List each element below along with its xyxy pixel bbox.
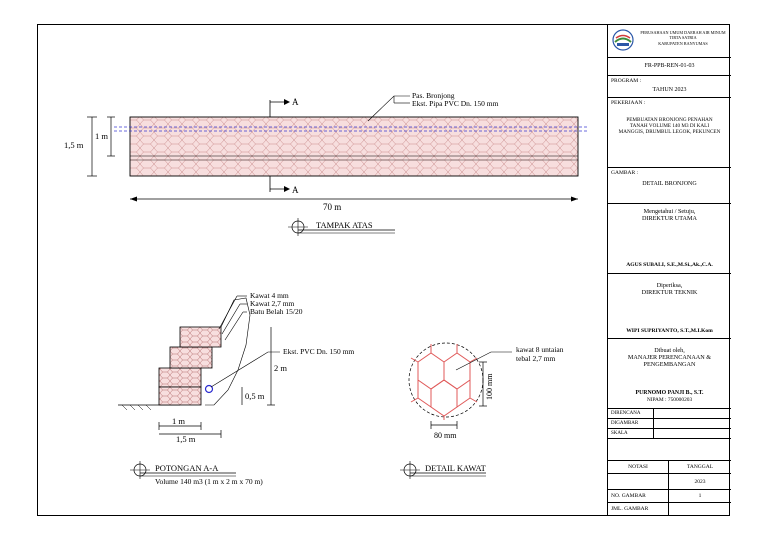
check-label: Diperiksa,	[656, 282, 683, 289]
dim-total-height: 1,5 m	[64, 140, 84, 150]
dim-section-height: 2 m	[274, 363, 287, 373]
section-title: POTONGAN A-A	[155, 463, 219, 473]
blank-row	[608, 439, 731, 461]
sheet-count-value	[669, 503, 731, 519]
approve-name: AGUS SUBALI, S.E.,M.Si.,Ak.,C.A.	[626, 262, 713, 268]
wire-detail-title: DETAIL KAWAT	[425, 463, 487, 473]
callout-pvc: Ekst. PVC Dn. 150 mm	[283, 347, 354, 356]
title-block: PERUSAHAAN UMUM DAERAH AIR MINUM TIRTA S…	[607, 24, 731, 516]
work-row: PEKERJAAN : PEMBUATAN BRONJONG PENAHAN T…	[608, 98, 731, 168]
dim-section-width-2: 1,5 m	[176, 434, 196, 444]
dim-section-step: 0,5 m	[245, 391, 265, 401]
planned-label: DIRENCANA	[611, 411, 641, 416]
approve-label: Mengetahui / Setuju,	[643, 208, 696, 215]
callout-wire-thickness: tebal 2,7 mm	[516, 354, 556, 363]
scale-row: SKALA	[608, 429, 731, 439]
notation-label: NOTASI	[608, 461, 669, 473]
drawn-row: DIGAMBAR	[608, 419, 731, 429]
doc-code: FR-PPB-REN-01-03	[644, 63, 695, 69]
gabion-box-3	[169, 346, 213, 369]
callout-stone: Batu Belah 15/20	[250, 307, 303, 316]
work-value: PEMBUATAN BRONJONG PENAHAN TANAH VOLUME …	[618, 117, 721, 136]
made-name: PURNOMO PANJI B., S.T.	[635, 390, 704, 396]
gabion-box-1	[158, 367, 202, 388]
made-role: MANAJER PERENCANAAN & PENGEMBANGAN	[627, 354, 712, 369]
sheet-no-value: 1	[698, 493, 702, 499]
callout-gabion: Pas. Bronjong	[412, 91, 455, 100]
sheet-no-label: NO. GAMBAR	[608, 490, 669, 502]
section-view: Kawat 4 mm Kawat 2,7 mm Batu Belah 15/20…	[118, 291, 354, 486]
made-nipam: NIPAM : 750000203	[646, 397, 693, 403]
section-subtitle: Volume 140 m3 (1 m x 2 m x 70 m)	[155, 477, 263, 486]
approve-role: DIREKTUR UTAMA	[641, 215, 698, 223]
planned-row: DIRENCANA	[608, 409, 731, 419]
doc-code-row: FR-PPB-REN-01-03	[608, 58, 731, 76]
top-view: A A Pas. Bronjong Ekst. Pipa PVC Dn. 150…	[64, 91, 588, 236]
wire-detail-circle	[408, 342, 484, 418]
dim-wire-height: 100 mm	[485, 373, 494, 400]
drawing-value: DETAIL BRONJONG	[642, 181, 697, 188]
year-row: 2023	[608, 474, 731, 490]
drawing-row: GAMBAR : DETAIL BRONJONG	[608, 168, 731, 204]
notation-row: NOTASI TANGGAL	[608, 461, 731, 474]
drawn-label: DIGAMBAR	[611, 421, 639, 426]
drawing-label: GAMBAR :	[611, 170, 639, 176]
drawing-sheet	[37, 24, 730, 516]
check-row: Diperiksa, DIREKTUR TEKNIK WIPI SUPRIYAN…	[608, 274, 731, 339]
check-role: DIREKTUR TEKNIK	[641, 289, 698, 297]
dim-inner-height: 1 m	[95, 131, 108, 141]
dim-length: 70 m	[323, 202, 341, 212]
year-value: 2023	[694, 479, 706, 485]
dim-section-width-1: 1 m	[172, 416, 185, 426]
program-label: PROGRAM :	[611, 78, 642, 84]
section-label-top: A	[292, 97, 299, 107]
callout-wire-4mm: Kawat 4 mm	[250, 291, 289, 300]
check-name: WIPI SUPRIYANTO, S.T.,M.I.Kom	[626, 328, 713, 334]
gabion-plan	[129, 116, 579, 177]
made-row: Dibuat oleh, MANAJER PERENCANAAN & PENGE…	[608, 339, 731, 409]
title-block-logo: PERUSAHAAN UMUM DAERAH AIR MINUM TIRTA S…	[608, 24, 731, 58]
gabion-box-2	[158, 386, 202, 406]
work-label: PEKERJAAN :	[611, 100, 646, 106]
dim-wire-width: 80 mm	[434, 431, 457, 440]
callout-wire-27mm: Kawat 2,7 mm	[250, 299, 295, 308]
sheet-count-label: JML. GAMBAR	[608, 503, 669, 516]
top-view-title: TAMPAK ATAS	[316, 220, 373, 230]
wire-detail: 100 mm 80 mm kawat 8 untaian tebal 2,7 m…	[400, 342, 564, 479]
program-row: PROGRAM : TAHUN 2023	[608, 76, 731, 98]
date-label: TANGGAL	[686, 464, 714, 470]
sheet-count-row: JML. GAMBAR	[608, 503, 731, 516]
made-label: Dibuat oleh,	[654, 347, 685, 354]
callout-pipe: Ekst. Pipa PVC Dn. 150 mm	[412, 99, 499, 108]
gabion-box-4	[179, 326, 222, 348]
pvc-pipe	[204, 384, 214, 394]
company-logo-icon	[612, 29, 634, 51]
sheet-no-row: NO. GAMBAR 1	[608, 490, 731, 503]
program-value: TAHUN 2023	[652, 87, 687, 94]
logo-line-3: KABUPATEN BANYUMAS	[658, 40, 708, 46]
section-label-bottom: A	[292, 185, 299, 195]
soil-slope	[205, 297, 251, 406]
logo-line-1: PERUSAHAAN UMUM DAERAH AIR MINUM	[640, 30, 726, 35]
scale-label: SKALA	[611, 431, 628, 436]
logo-line-2: TIRTA SATRIA	[669, 35, 697, 41]
callout-wire-strands: kawat 8 untaian	[516, 345, 564, 354]
approval-row: Mengetahui / Setuju, DIREKTUR UTAMA AGUS…	[608, 204, 731, 274]
